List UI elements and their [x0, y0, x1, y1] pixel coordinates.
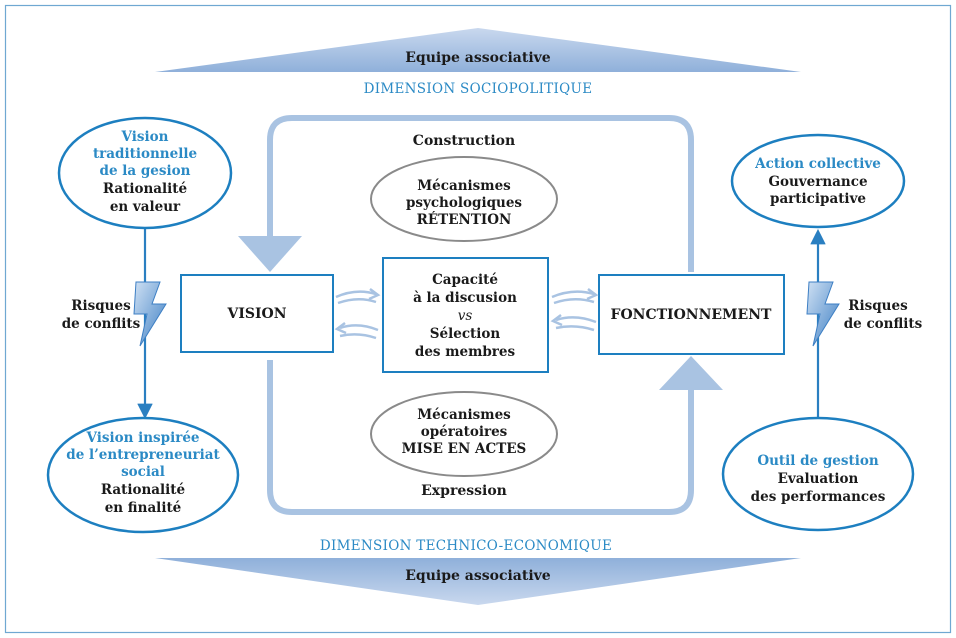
left-top-sub1: Rationalité — [103, 181, 187, 197]
center-box — [382, 257, 549, 373]
right-bottom-sub2: des performances — [751, 489, 886, 505]
construction-label: Construction — [413, 133, 515, 149]
exchange-arrows-left — [334, 288, 381, 340]
oval-operational-mechanisms — [370, 391, 558, 477]
oval-top-line2: psychologiques — [406, 195, 522, 211]
expression-label: Expression — [421, 483, 507, 499]
left-risk-line2: de conflits — [62, 316, 141, 332]
exchange-arrows-right — [550, 288, 599, 332]
dimension-top-label: DIMENSION SOCIOPOLITIQUE — [364, 81, 593, 97]
loop-top-path — [267, 115, 694, 272]
oval-top-line1: Mécanismes — [417, 178, 511, 194]
oval-bottom-line3: MISE EN ACTES — [402, 441, 527, 457]
oval-top-line3: RÉTENTION — [417, 212, 512, 228]
right-lightning-icon — [806, 281, 840, 347]
right-top-circle — [730, 133, 906, 229]
center-box-line5: des membres — [415, 344, 516, 360]
center-box-line2: à la discusion — [413, 290, 517, 306]
left-top-sub2: en valeur — [110, 199, 181, 215]
fonctionnement-box-label: FONCTIONNEMENT — [611, 307, 772, 323]
right-bottom-circle — [721, 416, 915, 532]
left-top-title1: Vision — [121, 129, 169, 145]
right-risk-line2: de conflits — [844, 316, 923, 332]
left-bottom-title3: social — [121, 464, 165, 480]
left-top-circle — [57, 116, 233, 230]
left-top-title3: de la gesion — [100, 163, 191, 179]
right-bottom-title1: Outil de gestion — [757, 453, 878, 469]
left-bottom-sub1: Rationalité — [101, 482, 185, 498]
vision-box-label: VISION — [226, 306, 286, 322]
center-box-line1: Capacité — [432, 272, 498, 288]
vision-box — [180, 274, 334, 353]
left-bottom-title1: Vision inspirée — [85, 430, 199, 446]
top-banner-arrow — [155, 28, 801, 72]
top-banner-label: Equipe associative — [405, 50, 551, 66]
right-risk-line1: Risques — [848, 298, 908, 314]
oval-psychological-mechanisms — [370, 156, 558, 242]
right-top-title1: Action collective — [754, 156, 881, 172]
fonctionnement-box — [598, 274, 785, 355]
right-bottom-sub1: Evaluation — [778, 471, 859, 487]
left-top-title2: traditionnelle — [93, 146, 197, 162]
loop-up-arrowhead — [659, 356, 723, 390]
left-bottom-sub2: en finalité — [105, 500, 182, 516]
center-box-line3: vs — [458, 308, 473, 324]
oval-bottom-line2: opératoires — [421, 424, 508, 440]
right-top-sub2: participative — [770, 191, 866, 207]
oval-bottom-line1: Mécanismes — [417, 407, 511, 423]
bottom-banner-label: Equipe associative — [405, 568, 551, 584]
left-bottom-circle — [46, 416, 240, 534]
outer-frame — [4, 4, 952, 634]
left-lightning-icon — [133, 281, 167, 347]
left-bottom-title2: de l’entrepreneuriat — [66, 447, 220, 463]
loop-bottom-path — [267, 360, 694, 515]
loop-down-arrowhead — [238, 236, 302, 272]
right-top-sub1: Gouvernance — [768, 174, 867, 190]
dimension-bottom-label: DIMENSION TECHNICO-ECONOMIQUE — [320, 538, 612, 554]
left-risk-line1: Risques — [71, 298, 131, 314]
center-box-line4: Sélection — [430, 326, 501, 342]
bottom-banner-arrow — [155, 558, 801, 605]
